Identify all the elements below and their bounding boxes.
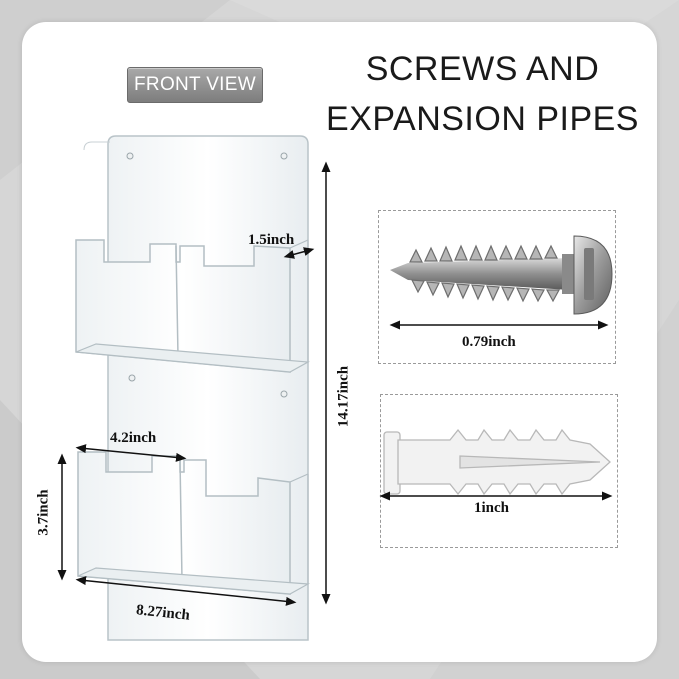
pocket-height-label: 3.7inch (35, 489, 52, 536)
width-total-arrow (75, 576, 297, 606)
depth-arrow (283, 247, 315, 259)
front-view-badge: FRONT VIEW (127, 67, 263, 103)
anchor-detail-box (380, 394, 618, 548)
screw-length-label: 0.79inch (462, 334, 516, 350)
height-total-label: 14.17inch (335, 365, 352, 428)
pocket-width-arrow (75, 444, 187, 462)
heading-line-2: EXPANSION PIPES (326, 100, 639, 138)
top-pocket (75, 239, 311, 373)
anchor-length-label: 1inch (474, 500, 510, 516)
pocket-width-label: 4.2inch (110, 430, 157, 446)
depth-label: 1.5inch (248, 232, 295, 248)
heading-line-1: SCREWS AND (365, 50, 600, 88)
